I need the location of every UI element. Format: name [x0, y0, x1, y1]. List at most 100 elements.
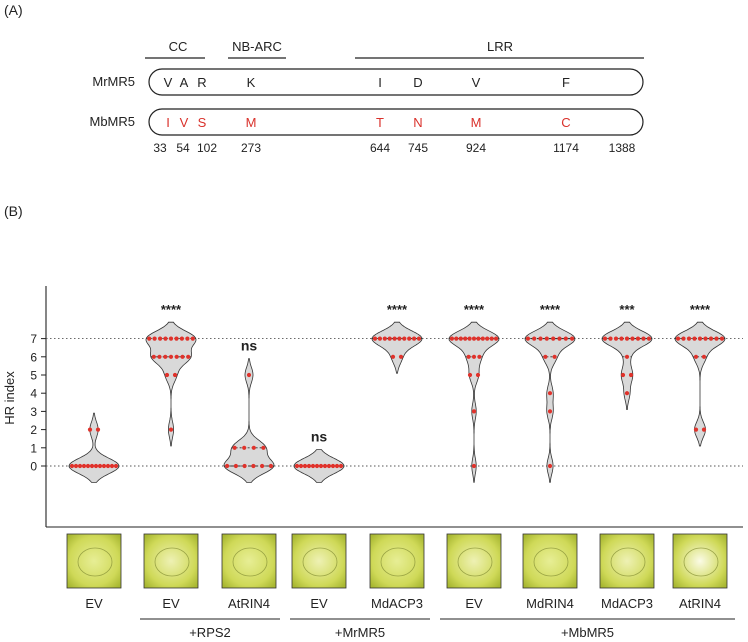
leaf-thumbnail-3 — [291, 533, 347, 589]
significance-label-4: **** — [387, 302, 408, 317]
data-point-2-0-2 — [242, 463, 247, 469]
data-point-5-7-10 — [494, 336, 499, 341]
residue-mrmr5-0: V — [164, 75, 173, 90]
data-point-0-0-3 — [81, 463, 87, 469]
data-point-1-6-4 — [174, 354, 179, 359]
domain-label-lrr: LRR — [487, 39, 513, 54]
infiltration-spot-8 — [683, 547, 719, 577]
data-point-8-7-1 — [681, 336, 686, 341]
category-label-8: AtRIN4 — [679, 596, 721, 611]
residue-mrmr5-1: A — [180, 75, 189, 90]
violin-7 — [601, 321, 653, 410]
data-point-2-1-3 — [261, 445, 266, 450]
data-point-0-2-1 — [95, 427, 101, 432]
data-point-0-2-0 — [87, 427, 93, 432]
position-label-7: 1174 — [553, 141, 579, 155]
leaf-thumbnail-8 — [672, 533, 728, 589]
data-point-1-7-7 — [185, 336, 190, 341]
group-label-1: +MrMR5 — [335, 625, 385, 640]
data-point-8-7-5 — [703, 336, 708, 341]
data-point-1-5-0 — [164, 372, 170, 378]
protein-name-mbmr5: MbMR5 — [89, 114, 135, 129]
panel-a-label: (A) — [4, 2, 23, 18]
data-point-1-7-8 — [190, 336, 195, 341]
data-point-5-6-1 — [471, 354, 477, 359]
data-point-1-2-0 — [168, 427, 174, 432]
data-point-2-0-4 — [260, 463, 265, 469]
data-point-4-7-8 — [412, 336, 417, 341]
position-label-1: 54 — [176, 141, 190, 155]
data-point-4-7-7 — [407, 336, 412, 341]
data-point-6-6-0 — [543, 354, 548, 359]
violin-6 — [524, 321, 576, 483]
leaf-thumbnail-2 — [221, 533, 277, 589]
data-point-5-7-7 — [480, 336, 485, 341]
category-label-1: EV — [162, 596, 180, 611]
data-point-0-0-4 — [85, 463, 91, 469]
data-point-5-7-4 — [467, 336, 472, 341]
position-label-2: 102 — [197, 141, 217, 155]
data-point-7-7-1 — [608, 336, 613, 341]
data-point-4-7-3 — [387, 336, 392, 341]
data-point-0-0-7 — [97, 463, 103, 469]
data-point-5-5-0 — [467, 372, 473, 378]
data-point-0-0-1 — [73, 463, 79, 469]
data-point-1-7-2 — [158, 336, 163, 341]
category-label-0: EV — [85, 596, 103, 611]
leaf-thumbnail-5 — [446, 533, 502, 589]
data-point-0-0-2 — [77, 463, 83, 469]
residue-mrmr5-7: F — [562, 75, 570, 90]
data-point-3-0-2 — [302, 463, 308, 469]
data-point-1-5-1 — [172, 372, 178, 378]
data-point-5-7-8 — [485, 336, 490, 341]
domain-label-nbarc: NB-ARC — [232, 39, 282, 54]
data-point-5-7-3 — [463, 336, 468, 341]
position-label-8: 1388 — [609, 141, 636, 155]
domain-label-cc: CC — [169, 39, 188, 54]
data-point-2-1-0 — [232, 445, 237, 450]
data-point-5-7-9 — [489, 336, 494, 341]
leaf-thumbnail-7 — [599, 533, 655, 589]
data-point-6-7-5 — [557, 336, 562, 341]
leaf-thumbnail-6 — [522, 533, 578, 589]
violin-2 — [223, 358, 275, 483]
group-labels: +RPS2+MrMR5+MbMR5 — [140, 618, 735, 640]
violin-5 — [448, 321, 500, 483]
data-point-1-6-3 — [168, 354, 174, 359]
data-point-5-7-1 — [454, 336, 459, 341]
data-point-5-6-2 — [477, 354, 482, 359]
y-axis-label: HR index — [2, 371, 17, 425]
violin-1 — [145, 321, 197, 447]
protein-name-mrmr5: MrMR5 — [92, 74, 135, 89]
data-point-8-7-2 — [686, 336, 692, 341]
data-point-3-0-0 — [294, 463, 300, 469]
infiltration-spot-0 — [77, 547, 113, 577]
data-point-6-7-2 — [538, 336, 543, 341]
data-point-5-7-0 — [449, 336, 454, 341]
data-point-4-7-9 — [416, 336, 422, 341]
residue-mbmr5-4: T — [376, 115, 384, 130]
residue-mrmr5-6: V — [472, 75, 481, 90]
infiltration-spot-1 — [154, 547, 190, 577]
significance-label-2: ns — [241, 338, 258, 354]
data-point-7-7-4 — [624, 336, 630, 341]
infiltration-spot-2 — [232, 547, 268, 577]
data-point-3-0-8 — [326, 463, 332, 469]
category-label-3: EV — [310, 596, 328, 611]
group-label-2: +MbMR5 — [561, 625, 614, 640]
data-point-4-7-0 — [372, 336, 378, 341]
data-point-7-7-3 — [619, 336, 624, 341]
data-point-7-6-0 — [624, 354, 630, 359]
data-point-5-5-1 — [475, 372, 481, 378]
data-point-1-7-1 — [152, 336, 157, 341]
violin-8 — [674, 321, 726, 447]
y-tick-label-4: 4 — [30, 387, 37, 401]
residue-mbmr5-1: V — [180, 115, 189, 130]
y-tick-label-1: 1 — [30, 441, 37, 455]
data-point-7-7-8 — [646, 336, 652, 341]
data-point-7-5-0 — [620, 372, 626, 378]
